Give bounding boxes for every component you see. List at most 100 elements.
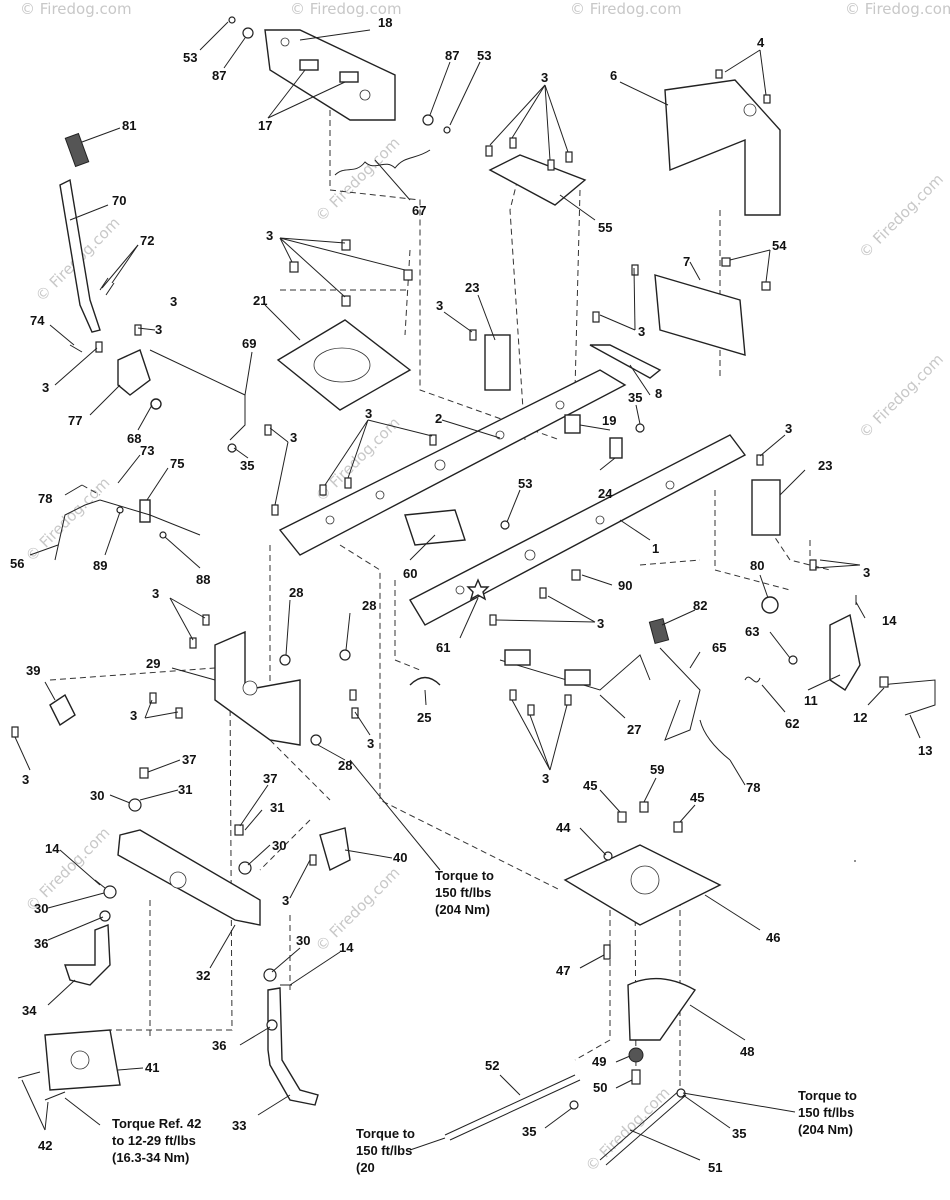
leader-line [635, 404, 641, 425]
leader-line [489, 84, 546, 146]
part-number-label: 87 [445, 48, 459, 63]
leader-line [547, 595, 596, 623]
nut-28 [279, 654, 291, 666]
pivot-bracket-11 [829, 613, 861, 691]
bolt-54 [721, 257, 731, 267]
part-number-label: 63 [745, 624, 759, 639]
dashed-guide [639, 559, 701, 566]
bracket-75 [139, 499, 151, 523]
part-number-label: 53 [477, 48, 491, 63]
nut-28 [310, 734, 322, 746]
leader-line [89, 384, 121, 416]
part-number-label: 35 [522, 1124, 536, 1139]
torque-note-bottom: Torque to 150 ft/lbs (20 [356, 1126, 415, 1175]
leader-line [441, 419, 501, 439]
part-number-label: 90 [618, 578, 632, 593]
part-number-label: 56 [10, 556, 24, 571]
leader-line [147, 759, 181, 773]
leader-lines [14, 21, 921, 1161]
part-number-label: 62 [785, 716, 799, 731]
part-number-label: 29 [146, 656, 160, 671]
leader-line [729, 249, 771, 261]
bolt-3 [189, 637, 197, 649]
leader-line [117, 1067, 144, 1071]
leader-line [579, 954, 605, 969]
bolt-3 [469, 329, 477, 341]
plate-55 [488, 154, 587, 206]
leader-line [814, 564, 861, 569]
washer-87 [422, 114, 434, 126]
leader-line [544, 1107, 573, 1129]
part-number-label: 72 [140, 233, 154, 248]
part-number-label: 70 [112, 193, 126, 208]
frame-hole [524, 549, 536, 561]
nut-28 [339, 649, 351, 661]
part-number-label: 28 [362, 598, 376, 613]
leader-line [909, 714, 921, 739]
watermark: © Firedog.com [290, 0, 402, 18]
leader-line [109, 794, 131, 804]
part-number-label: 75 [170, 456, 184, 471]
bolt-90 [571, 569, 581, 581]
bolt-3 [271, 504, 279, 516]
leader-line [599, 457, 616, 471]
part-number-label: 78 [746, 780, 760, 795]
watermark: © Firedog.com [855, 170, 947, 262]
bolt-3 [202, 614, 210, 626]
part-number-label: 35 [628, 390, 642, 405]
leader-line [285, 599, 291, 656]
plate-48 [627, 977, 697, 1041]
bolt-3 [509, 689, 517, 701]
washer-87 [242, 27, 254, 39]
watermark: © Firedog.com [22, 474, 114, 566]
torque-note-line: 150 ft/lbs [435, 885, 491, 900]
part-number-label: 41 [145, 1060, 159, 1075]
leader-line [477, 294, 496, 341]
leader-line [629, 1129, 701, 1161]
part-number-label: 25 [417, 710, 431, 725]
frame-rail-1 [409, 434, 747, 626]
leader-line [559, 194, 596, 221]
part-number-label: 3 [638, 324, 645, 339]
leader-line [495, 619, 596, 623]
part-number-label: 3 [367, 736, 374, 751]
dashed-guide [574, 870, 611, 1061]
leader-line [729, 759, 746, 786]
bolt-3 [351, 707, 359, 719]
bolt-3 [341, 295, 351, 307]
leader-line [44, 1101, 49, 1131]
leader-line [544, 84, 569, 153]
bracket-8 [589, 344, 662, 379]
leader-line [299, 29, 371, 41]
leader-line [704, 894, 761, 931]
frame-hole [434, 459, 446, 471]
watermark: © Firedog.com [20, 0, 132, 18]
bushing-17 [339, 71, 359, 83]
part-number-label: 65 [712, 640, 726, 655]
dashed-guide [769, 529, 831, 571]
grip-81 [64, 132, 90, 168]
leader-line [233, 447, 249, 459]
part-number-label: 36 [34, 936, 48, 951]
torque-note-line: (16.3-34 Nm) [112, 1150, 189, 1165]
leader-line [47, 916, 104, 941]
leader-line [682, 1094, 731, 1129]
torque-note-line: Torque to [356, 1126, 415, 1141]
leader-line [144, 699, 153, 719]
part-number-label: 45 [583, 778, 597, 793]
pedal-arm-65 [659, 647, 701, 741]
bolt-3 [564, 694, 572, 706]
part-number-label: 3 [155, 322, 162, 337]
leader-line [144, 711, 179, 719]
leader-line [689, 261, 701, 281]
part-number-label: 14 [45, 841, 60, 856]
leader-line [643, 777, 657, 803]
dashed-guide [339, 544, 561, 891]
leader-line [169, 597, 206, 619]
dashed-guide [714, 490, 791, 591]
bolt-3 [485, 145, 493, 157]
part-number-label: 3 [436, 298, 443, 313]
pivot-shaft-27 [499, 654, 651, 691]
bolt-12 [879, 676, 889, 688]
leader-line [511, 84, 546, 139]
